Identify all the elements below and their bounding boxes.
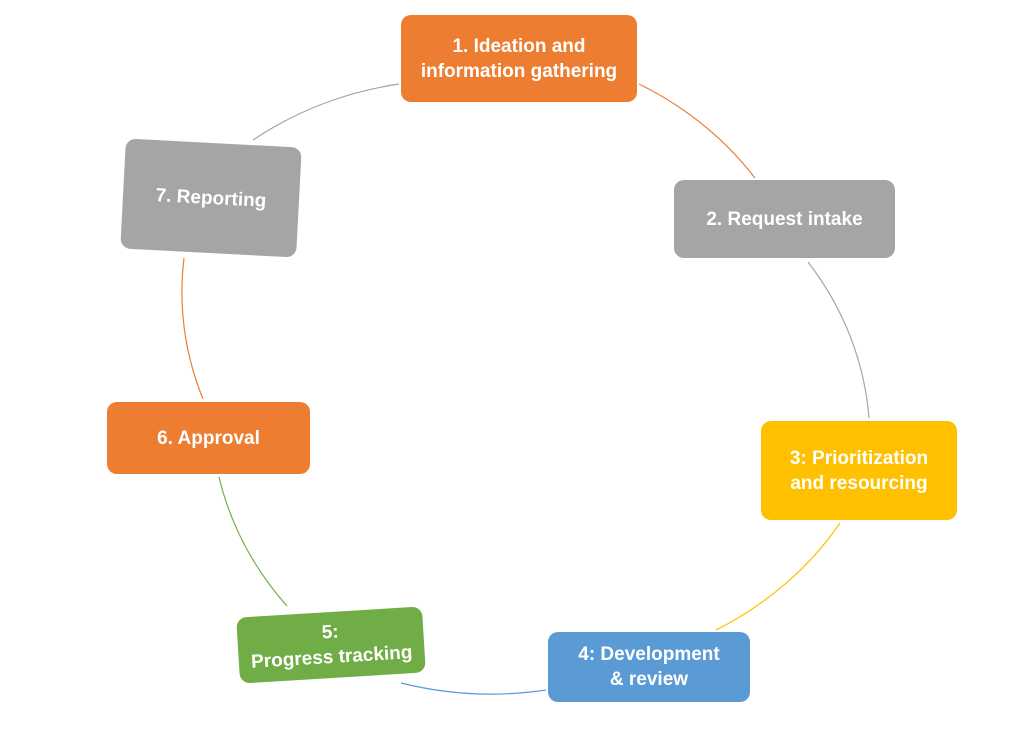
connector-6-7 (181, 257, 204, 400)
connector-3-4 (715, 522, 841, 631)
step-3-prioritization: 3: Prioritization and resourcing (761, 421, 957, 520)
step-1-ideation: 1. Ideation and information gathering (401, 15, 637, 102)
step-2-request-intake: 2. Request intake (674, 180, 895, 258)
step-7-reporting: 7. Reporting (120, 138, 302, 258)
connector-1-2 (638, 83, 756, 179)
connector-5-6 (218, 476, 288, 607)
step-5-progress-tracking: 5: Progress tracking (236, 606, 426, 684)
connector-4-5 (400, 682, 547, 695)
connector-2-3 (807, 261, 870, 419)
step-6-approval: 6. Approval (107, 402, 310, 474)
step-4-development: 4: Development & review (548, 632, 750, 702)
connector-7-1 (252, 83, 400, 141)
